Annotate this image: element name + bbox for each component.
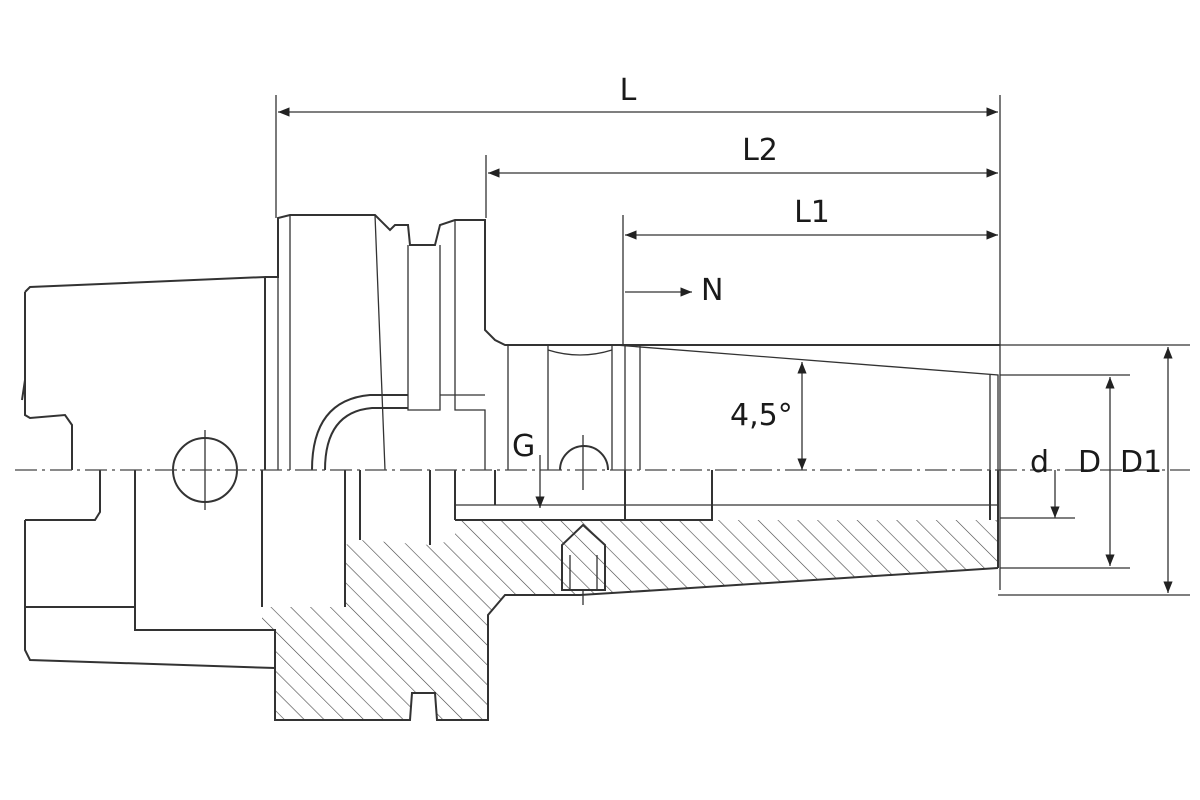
label-G: G [512,429,535,464]
cone-upper [507,344,999,470]
section-hatch [25,512,998,720]
label-D1: D1 [1120,445,1162,480]
label-N: N [701,273,723,308]
left-shank-lower [24,607,276,669]
flange [265,214,1000,346]
inner-cavity [134,470,713,630]
label-L2: L2 [742,133,778,168]
label-L1: L1 [794,195,830,230]
left-shank-upper [21,275,266,607]
cone-lower-end [989,470,999,568]
inner-step [344,470,456,607]
label-D: D [1078,445,1101,480]
label-d: d [1030,445,1049,480]
section-outline [25,567,999,721]
set-screw [561,523,606,591]
label-angle: 4,5° [730,398,793,433]
bore-line [454,504,998,520]
cross-hole-right [559,435,609,490]
side-arc [311,394,408,471]
label-L: L [620,73,637,108]
